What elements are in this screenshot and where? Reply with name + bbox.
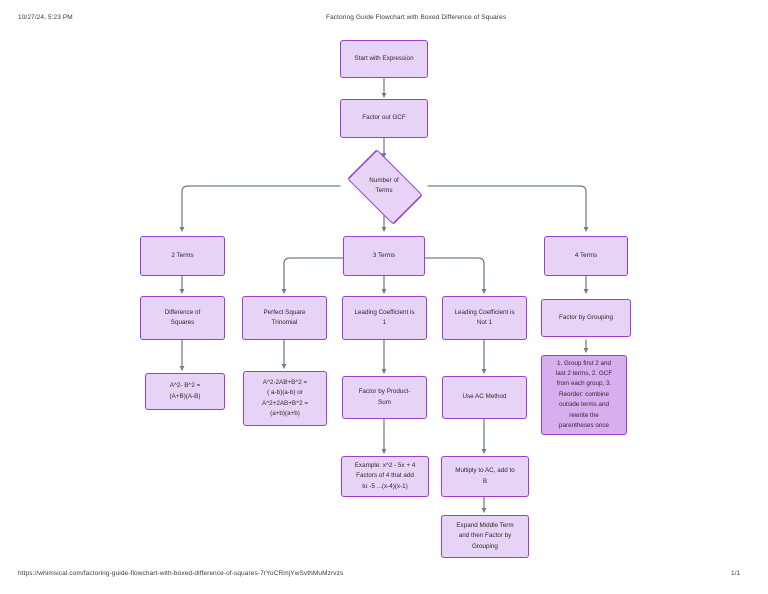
node-multiply-to-ac[interactable]: Multiply to AC, add to B [441,456,529,497]
node-4-terms[interactable]: 4 Terms [544,236,628,276]
node-start[interactable]: Start with Expression [340,40,428,78]
node-3-terms[interactable]: 3 Terms [343,236,425,276]
node-product-sum-example[interactable]: Example: x^2 - 5x + 4 Factors of 4 that … [341,456,429,497]
node-leading-coefficient-is-1[interactable]: Leading Coefficient is 1 [342,296,427,340]
node-difference-of-squares[interactable]: Difference of Squares [140,296,225,340]
node-use-ac-method[interactable]: Use AC Method [442,376,527,419]
node-factor-by-grouping[interactable]: Factor by Grouping [541,299,631,337]
node-grouping-steps[interactable]: 1. Group first 2 and last 2 terms, 2. GC… [541,355,627,435]
footer-url[interactable]: https://whimsical.com/factoring-guide-fl… [18,570,344,577]
node-perfect-square-trinomial[interactable]: Perfect Square Trinomial [242,296,327,340]
page-title: Factoring Guide Flowchart with Boxed Dif… [326,14,507,21]
footer-page-number: 1/1 [731,570,741,577]
node-perfect-square-trinomial-formula[interactable]: A^2-2AB+B^2 = ( a-b)(a-b) or A^2+2AB+B^2… [243,371,327,426]
node-leading-coefficient-is-not-1[interactable]: Leading Coefficient is Not 1 [442,296,527,340]
node-difference-of-squares-formula[interactable]: A^2- B^2 = (A+B)(A-B) [145,373,225,410]
node-expand-middle-term[interactable]: Expand Middle Term and then Factor by Gr… [441,515,529,558]
node-2-terms[interactable]: 2 Terms [140,236,225,276]
node-factor-by-product-sum[interactable]: Factor by Product- Sum [342,376,427,419]
node-number-of-terms-label: Number of Terms [369,176,399,194]
node-factor-out-gcf[interactable]: Factor out GCF [340,99,428,138]
node-number-of-terms[interactable]: Number of Terms [340,149,428,225]
print-date: 10/27/24, 5:23 PM [18,14,73,21]
